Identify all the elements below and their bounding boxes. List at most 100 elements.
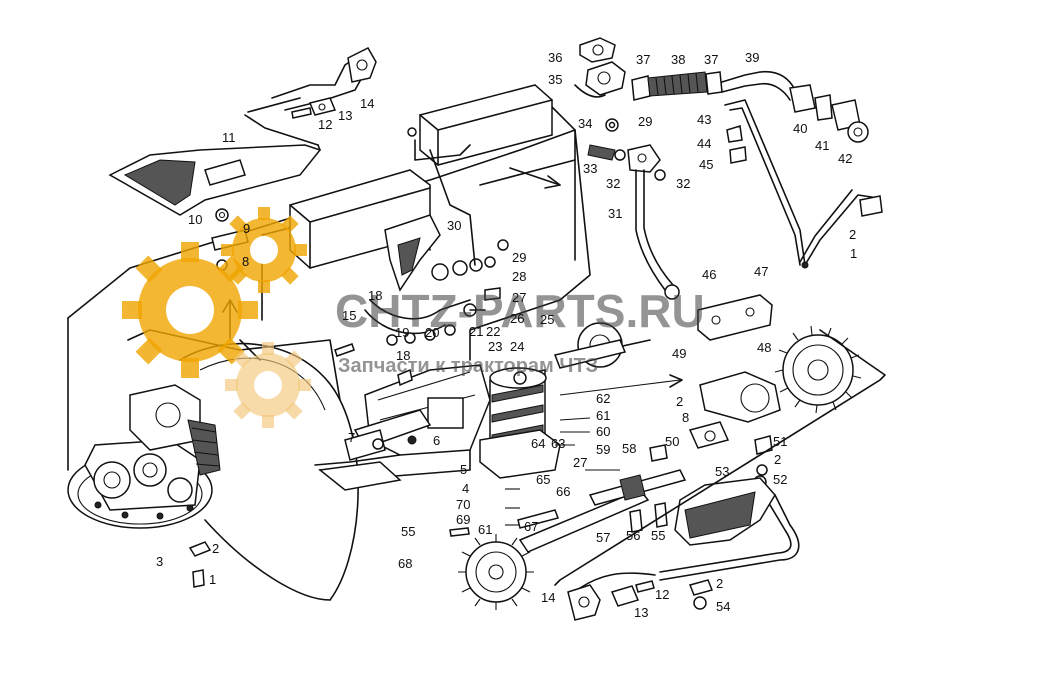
cover-plates <box>344 409 432 461</box>
callout-label: 51 <box>773 434 787 449</box>
callout-label: 43 <box>697 112 711 127</box>
callout-label: 34 <box>578 116 592 131</box>
callout-label: 29 <box>512 250 526 265</box>
callout-label: 23 <box>488 339 502 354</box>
callout-label: 12 <box>318 117 332 132</box>
top-left-parts <box>108 47 377 222</box>
callout-label: 25 <box>540 312 554 327</box>
callout-label: 3 <box>156 554 163 569</box>
callout-label: 8 <box>682 410 689 425</box>
callout-label: 18 <box>368 288 382 303</box>
callout-label: 55 <box>651 528 665 543</box>
callout-label: 42 <box>838 151 852 166</box>
oil-pump-assembly <box>67 384 221 529</box>
callout-label: 61 <box>478 522 492 537</box>
callout-label: 64 <box>531 436 545 451</box>
callout-label: 1 <box>850 246 857 261</box>
callout-label: 44 <box>697 136 711 151</box>
callout-label: 2 <box>774 452 781 467</box>
callout-label: 48 <box>757 340 771 355</box>
callout-label: 33 <box>583 161 597 176</box>
callout-label: 15 <box>342 308 356 323</box>
callout-label: 50 <box>665 434 679 449</box>
callout-labels: 1 1 2 2 2 2 2 3 4 5 6 7 8 8 9 10 11 12 1… <box>156 50 857 620</box>
callout-label: 2 <box>716 576 723 591</box>
callout-label: 63 <box>551 436 565 451</box>
callout-label: 32 <box>606 176 620 191</box>
callout-label: 22 <box>486 324 500 339</box>
callout-label: 13 <box>634 605 648 620</box>
callout-label: 47 <box>754 264 768 279</box>
callout-label: 52 <box>773 472 787 487</box>
callout-label: 58 <box>622 441 636 456</box>
callout-label: 70 <box>456 497 470 512</box>
right-middle-parts <box>688 294 862 489</box>
callout-label: 66 <box>556 484 570 499</box>
callout-label: 65 <box>536 472 550 487</box>
gear-icon <box>225 342 311 428</box>
callout-label: 2 <box>849 227 856 242</box>
callout-label: 19 <box>395 325 409 340</box>
callout-label: 13 <box>338 108 352 123</box>
callout-label: 61 <box>596 408 610 423</box>
callout-label: 14 <box>541 590 555 605</box>
callout-label: 10 <box>188 212 202 227</box>
callout-label: 20 <box>425 325 439 340</box>
callout-label: 18 <box>396 348 410 363</box>
watermark-logo <box>122 207 311 428</box>
callout-label: 6 <box>433 433 440 448</box>
callout-label: 39 <box>745 50 759 65</box>
callout-label: 27 <box>573 455 587 470</box>
callout-label: 31 <box>608 206 622 221</box>
gear-icon <box>221 207 307 293</box>
callout-label: 9 <box>243 221 250 236</box>
callout-label: 30 <box>447 218 461 233</box>
callout-label: 53 <box>715 464 729 479</box>
watermark-subtitle: Запчасти к тракторам ЧТЗ <box>338 355 598 377</box>
top-right-parts <box>574 37 883 300</box>
callout-label: 67 <box>524 519 538 534</box>
callout-label: 59 <box>596 442 610 457</box>
pipes-and-bolts <box>334 127 509 387</box>
callout-label: 37 <box>704 52 718 67</box>
pointer-lines <box>505 329 886 586</box>
callout-label: 38 <box>671 52 685 67</box>
callout-label: 45 <box>699 157 713 172</box>
callout-label: 49 <box>672 346 686 361</box>
callout-label: 36 <box>548 50 562 65</box>
callout-label: 54 <box>716 599 730 614</box>
callout-label: 62 <box>596 391 610 406</box>
callout-label: 37 <box>636 52 650 67</box>
callout-label: 55 <box>401 524 415 539</box>
callout-label: 41 <box>815 138 829 153</box>
callout-label: 28 <box>512 269 526 284</box>
callout-label: 24 <box>510 339 524 354</box>
watermark-title: CHTZ-PARTS.RU <box>335 285 705 337</box>
callout-label: 68 <box>398 556 412 571</box>
callout-label: 40 <box>793 121 807 136</box>
callout-label: 56 <box>626 528 640 543</box>
callout-label: 8 <box>242 254 249 269</box>
callout-label: 1 <box>209 572 216 587</box>
callout-label: 2 <box>212 541 219 556</box>
callout-label: 32 <box>676 176 690 191</box>
engine-block <box>67 84 591 601</box>
callout-label: 60 <box>596 424 610 439</box>
callout-label: 11 <box>222 130 236 145</box>
callout-label: 4 <box>462 481 469 496</box>
callout-label: 12 <box>655 587 669 602</box>
callout-label: 26 <box>510 311 524 326</box>
callout-label: 2 <box>676 394 683 409</box>
callout-label: 7 <box>348 430 355 445</box>
callout-label: 69 <box>456 512 470 527</box>
callout-label: 29 <box>638 114 652 129</box>
callout-label: 14 <box>360 96 374 111</box>
callout-label: 46 <box>702 267 716 282</box>
callout-label: 57 <box>596 530 610 545</box>
callout-label: 27 <box>512 290 526 305</box>
lower-middle-parts <box>449 444 800 621</box>
callout-label: 5 <box>460 462 467 477</box>
callout-label: 35 <box>548 72 562 87</box>
callout-label: 21 <box>469 324 483 339</box>
